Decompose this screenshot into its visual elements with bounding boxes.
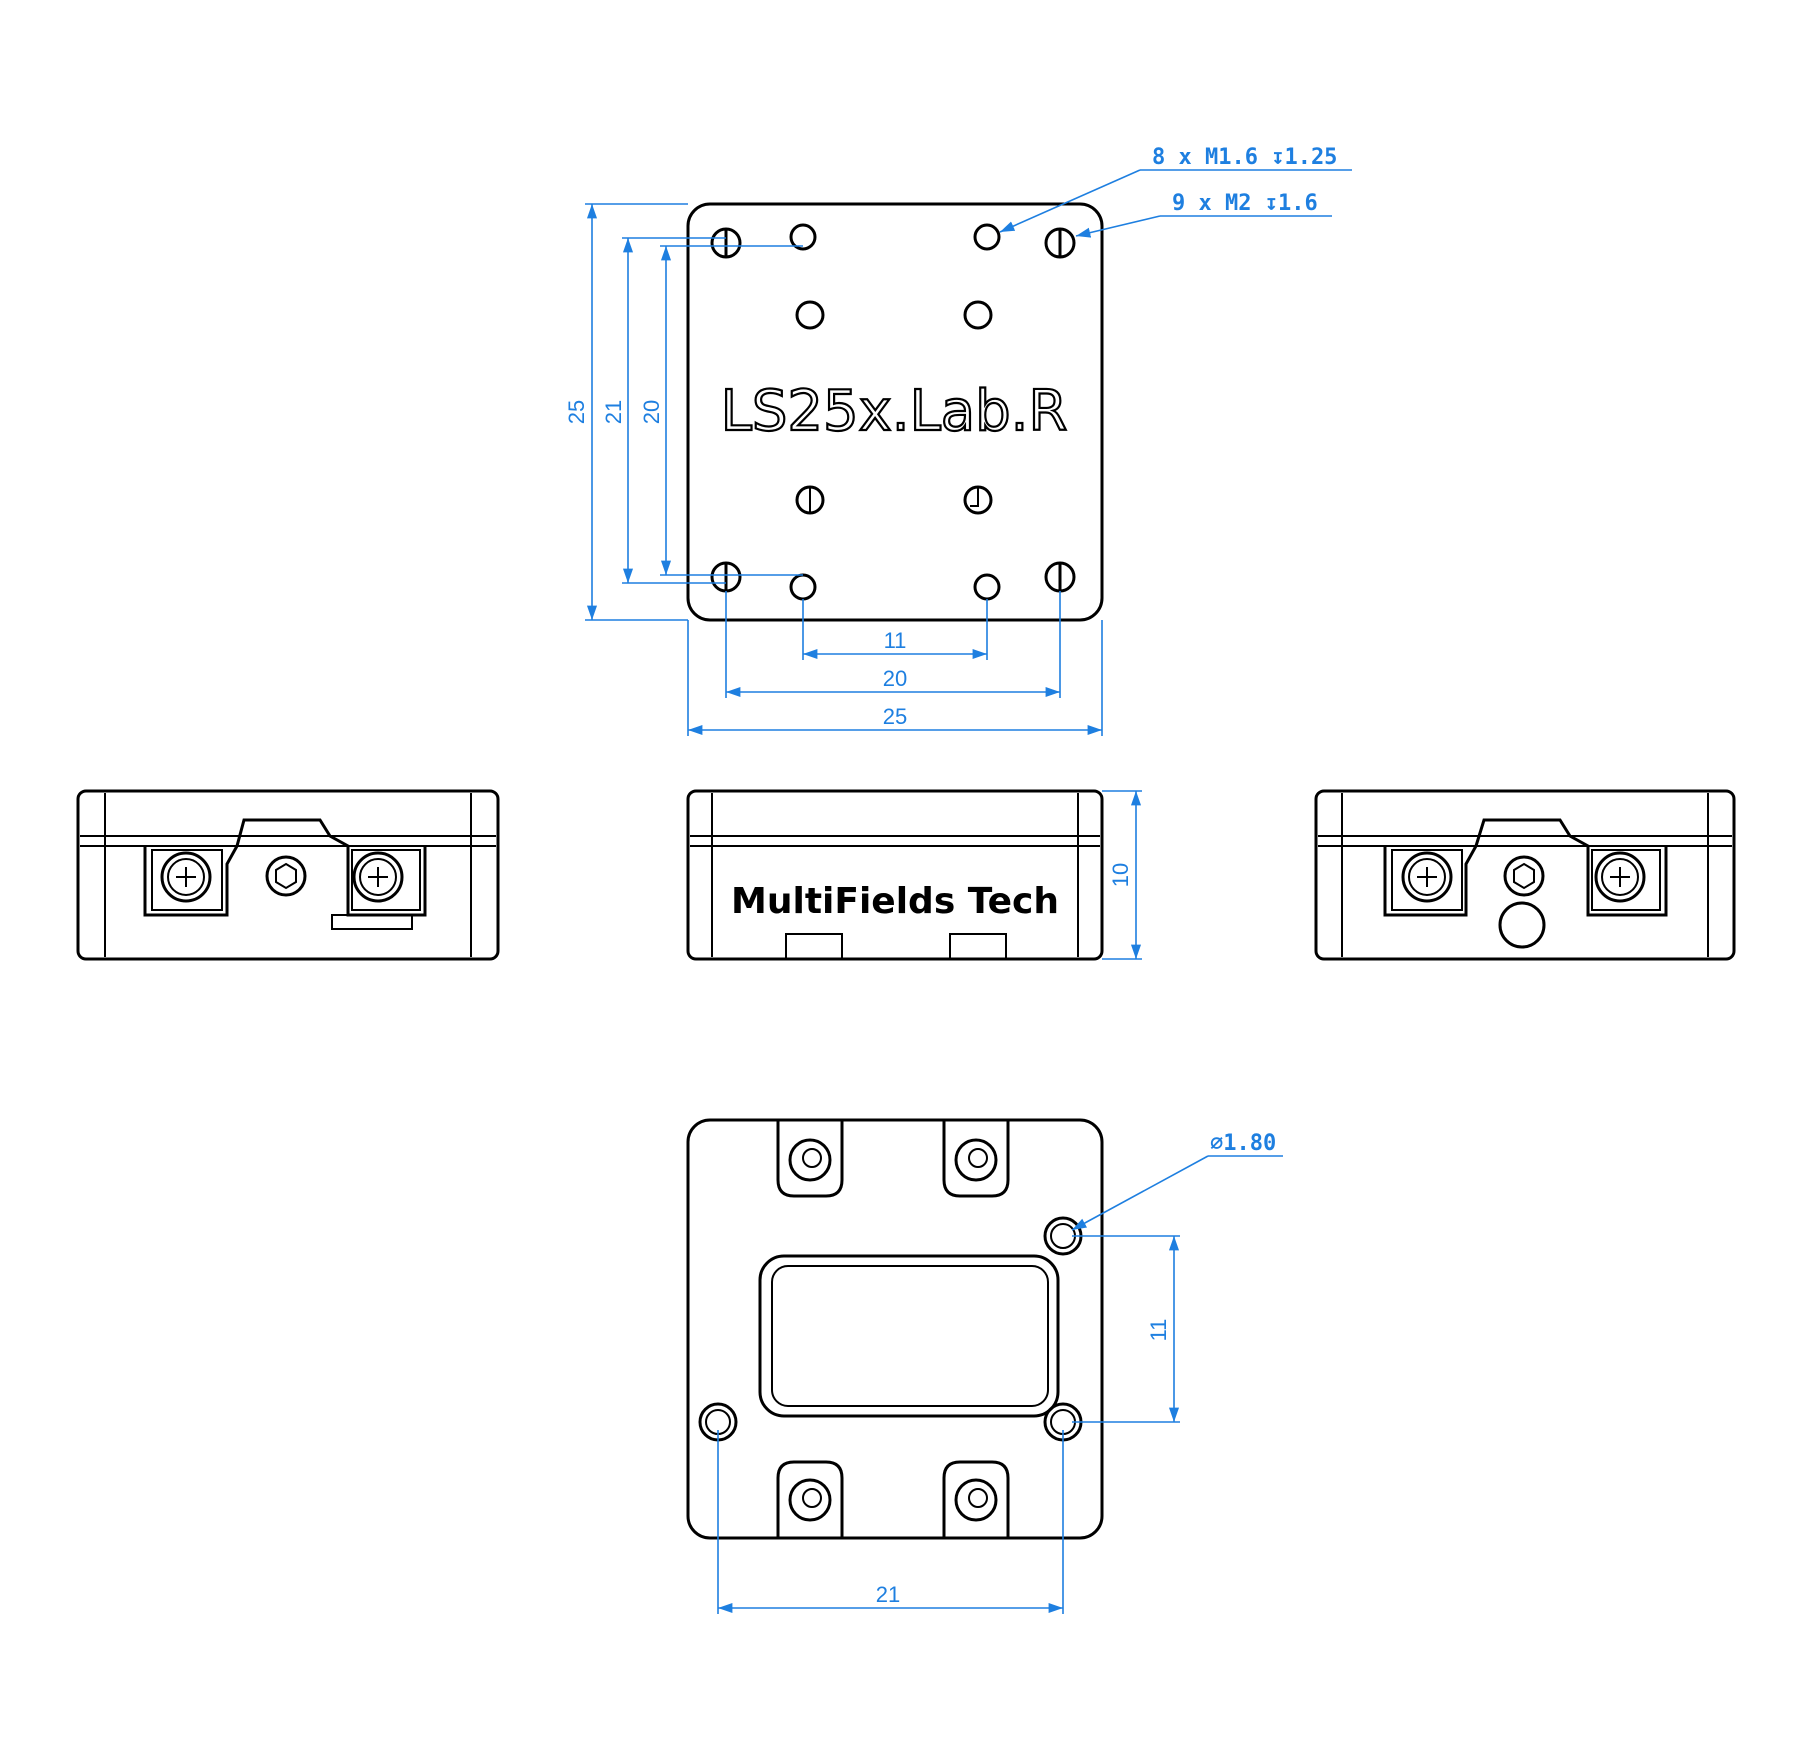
dim-height-10: 10 bbox=[1108, 863, 1133, 887]
bottom-view: ∅1.80 11 21 bbox=[686, 1118, 1283, 1614]
dim-height-21: 21 bbox=[601, 400, 626, 424]
screw-head-icon bbox=[1594, 851, 1646, 903]
top-view: LS25x.Lab.R 25 21 20 bbox=[564, 145, 1352, 736]
left-side-view bbox=[76, 789, 500, 961]
top-vertical-dimensions: 25 21 20 bbox=[564, 203, 803, 621]
top-view-body bbox=[686, 202, 1104, 622]
top-horizontal-dimensions: 11 20 25 bbox=[687, 591, 1103, 736]
right-side-view bbox=[1314, 789, 1736, 961]
hex-socket-icon bbox=[265, 855, 307, 897]
dim-width-20: 20 bbox=[883, 666, 907, 691]
callout-m2-holes: 9 x M2 ↧1.6 bbox=[1172, 191, 1318, 216]
screw-head-icon bbox=[352, 851, 404, 903]
callout-pin-diameter: ∅1.80 bbox=[1210, 1131, 1276, 1156]
dim-width-25: 25 bbox=[883, 704, 907, 729]
bottom-view-body bbox=[686, 1118, 1104, 1540]
screw-head-icon bbox=[1401, 851, 1453, 903]
front-view: MultiFields Tech 10 bbox=[686, 789, 1142, 961]
dim-spacing-21: 21 bbox=[876, 1582, 900, 1607]
brand-label: MultiFields Tech bbox=[731, 881, 1059, 922]
screw-head-icon bbox=[160, 851, 212, 903]
dim-width-11: 11 bbox=[884, 628, 907, 653]
hole-callouts: 8 x M1.6 ↧1.25 9 x M2 ↧1.6 bbox=[999, 145, 1352, 238]
round-port-icon bbox=[1498, 901, 1546, 949]
callout-m16-holes: 8 x M1.6 ↧1.25 bbox=[1152, 145, 1337, 170]
dim-height-25: 25 bbox=[564, 400, 589, 424]
engraved-model-label: LS25x.Lab.R bbox=[721, 379, 1068, 444]
m2-hole-group bbox=[710, 227, 1076, 593]
dim-height-20: 20 bbox=[639, 400, 664, 424]
dim-spacing-11: 11 bbox=[1146, 1319, 1171, 1342]
hex-socket-icon bbox=[1503, 855, 1545, 897]
sensor-window bbox=[758, 1254, 1060, 1418]
